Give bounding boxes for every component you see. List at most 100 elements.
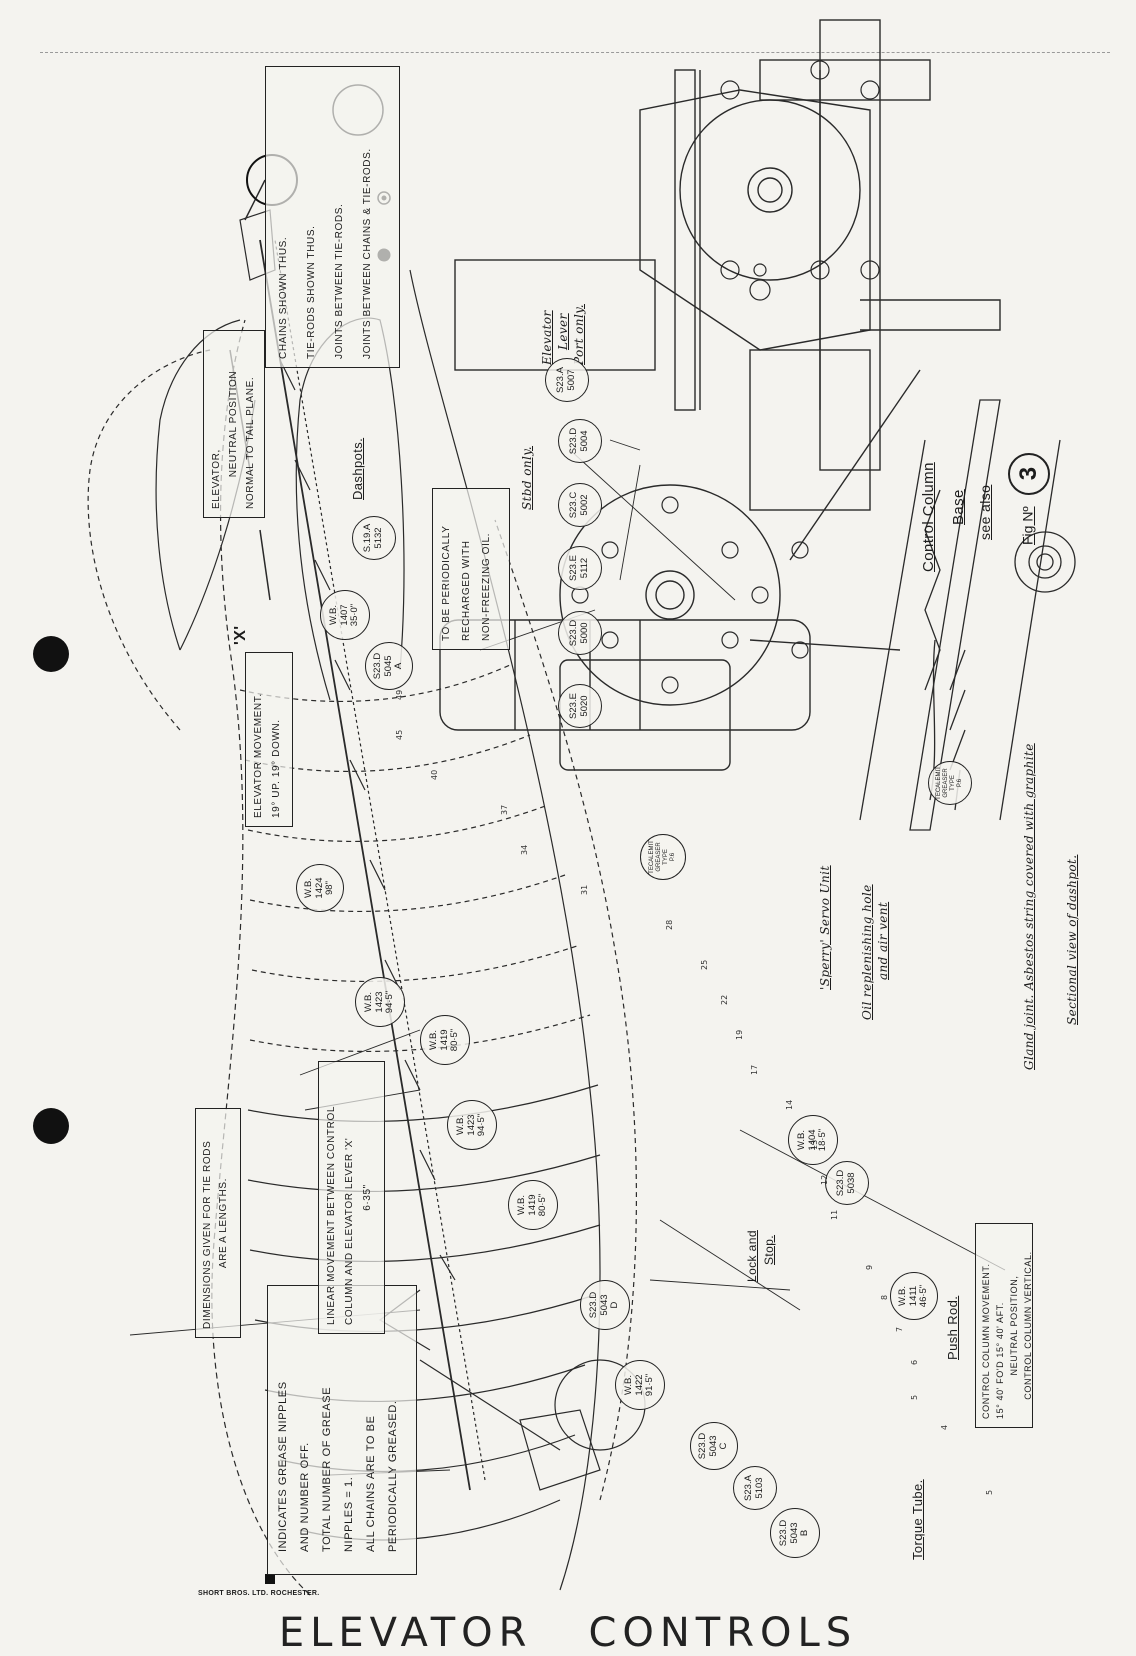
lock-and-label: Lock and <box>745 1230 759 1282</box>
see-also-label: see also <box>977 484 993 540</box>
legend-line-joints-tie-rods: Joints between tie-rods. <box>334 203 345 359</box>
station-number: 13 <box>810 1139 819 1150</box>
sperry-servo-label: 'Sperry' Servo Unit <box>818 865 832 990</box>
station-number: 7 <box>895 1326 904 1332</box>
bubble-line: W.B. <box>622 1374 634 1396</box>
bubble-line: P.6 <box>956 778 963 788</box>
bubble-line: A <box>393 662 405 670</box>
bubble-line: C <box>718 1442 730 1450</box>
cc-line-2: 15° 40' fo'd 15° 40' aft. <box>994 1302 1005 1419</box>
bubble-line: 5004 <box>579 430 590 452</box>
station-number: 12 <box>820 1174 829 1185</box>
bubble-line: D <box>609 1301 621 1309</box>
title-word-elevator: ELEVATOR <box>278 1610 533 1656</box>
bubble-line: 5103 <box>754 1477 765 1499</box>
station-number: 11 <box>830 1209 839 1220</box>
station-number: 8 <box>880 1294 889 1300</box>
bubble-line: 35·0" <box>349 603 361 627</box>
grease-line-6: periodically greased. <box>387 1400 399 1552</box>
dimensions-line-1: Dimensions given for tie rods <box>202 1140 213 1329</box>
elevator-movement-box: Elevator movement. 19° up. 19° down. <box>245 652 293 827</box>
punch-hole-lower <box>33 1108 69 1144</box>
bubble-line: W.B. <box>454 1114 466 1136</box>
fig-no-label: Fig Nº <box>1019 506 1036 545</box>
figure-number: Fig Nº 3 <box>1008 452 1050 545</box>
control-column-movement-box: Control column movement. 15° 40' fo'd 15… <box>975 1223 1033 1428</box>
fig-number-circle: 3 <box>1008 452 1050 495</box>
bubble-line: S23.D <box>696 1432 708 1460</box>
bubble-line: 80·5" <box>449 1028 461 1052</box>
elevator-lever-label: Elevator <box>540 310 554 365</box>
legend-line-joints-chains: Joints between chains & tie-rods. <box>362 148 373 359</box>
elevator-neutral-box: Elevator, neutral position normal to tai… <box>203 330 265 518</box>
station-number: 40 <box>430 769 439 780</box>
bubble-line: 91·5" <box>644 1373 656 1397</box>
bubble-line: 94·5" <box>384 990 396 1014</box>
bubble-line: W.B. <box>896 1285 908 1307</box>
bubble-line: W.B. <box>427 1029 439 1051</box>
elev-move-line-2: 19° up. 19° down. <box>271 719 282 818</box>
elev-neutral-line-3: normal to tail plane. <box>245 376 256 509</box>
elev-neutral-line-1: Elevator, <box>211 449 222 509</box>
bubble-line: 5132 <box>373 527 384 549</box>
bubble-line: 98" <box>324 881 336 895</box>
base-label: Base <box>950 489 967 525</box>
station-number: 37 <box>500 804 509 815</box>
dashpots-label: Dashpots. <box>350 437 365 500</box>
bubble-line: S23.D <box>587 1291 599 1319</box>
stop-label: Stop. <box>762 1234 776 1265</box>
station-number: 34 <box>520 844 529 855</box>
bubble-line: S23.D <box>777 1519 789 1547</box>
bubble-line: TECALEMIT <box>936 766 943 800</box>
bubble-line: TYPE <box>950 775 956 791</box>
sectional-view-label: Sectional view of dashpot. <box>1065 854 1079 1025</box>
bubble-line: 18·5" <box>817 1128 829 1152</box>
linear-line-2: column and elevator lever 'X' <box>344 1137 355 1325</box>
sheet-title: ELEVATOR CONTROLS <box>0 1610 1136 1656</box>
station-number: 5 <box>985 1489 994 1495</box>
station-number: 22 <box>720 994 729 1005</box>
bubble-line: 46·5" <box>918 1284 930 1308</box>
bubble-line: GREASER <box>943 768 950 798</box>
lever-label: Lever <box>556 313 570 350</box>
bubble-line: W.B. <box>327 604 339 626</box>
station-number: 6 <box>910 1359 919 1365</box>
legend-line-chains: Chains shown thus. <box>278 236 289 359</box>
bubble-line: 5020 <box>579 695 590 717</box>
recharge-oil-box: To be periodically recharged with non-fr… <box>432 488 510 650</box>
grease-line-2: and number off. <box>299 1442 311 1552</box>
push-rod-label: Push Rod. <box>945 1295 960 1360</box>
bubble-line: 5038 <box>846 1172 857 1194</box>
dimensions-line-2: are A lengths. <box>218 1177 229 1269</box>
cc-line-4: control column vertical. <box>1022 1251 1033 1400</box>
linear-movement-box: Linear movement between control column a… <box>318 1061 385 1334</box>
control-column-label: Control Column <box>920 462 937 572</box>
station-number: 49 <box>395 689 404 700</box>
grease-line-3: Total number of grease <box>321 1386 333 1552</box>
elev-move-line-1: Elevator movement. <box>253 693 264 818</box>
title-word-controls: CONTROLS <box>588 1610 858 1656</box>
oil-hole-label: Oil replenishing hole <box>860 884 874 1020</box>
bubble-line: TYPE <box>663 849 669 865</box>
bubble-line: W.B. <box>795 1129 807 1151</box>
